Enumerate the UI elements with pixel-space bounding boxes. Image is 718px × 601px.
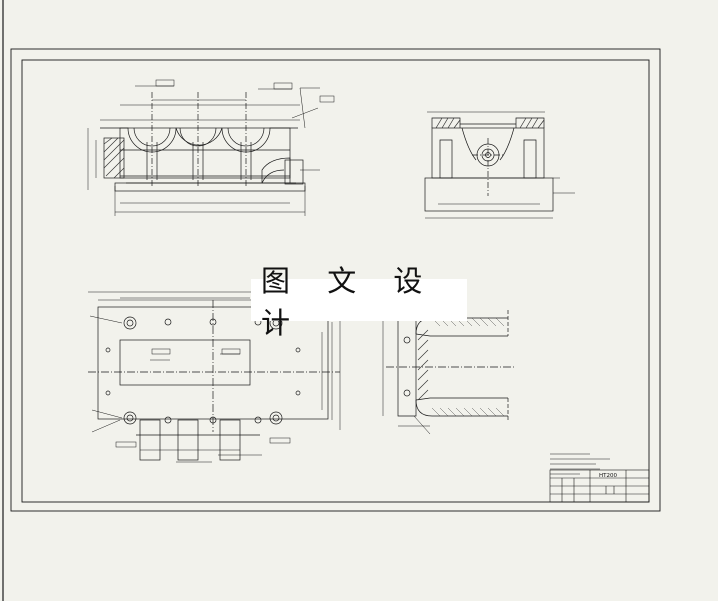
title-block	[549, 469, 650, 503]
technical-notes	[550, 453, 610, 475]
top-view	[88, 291, 341, 463]
sheet-border	[2, 0, 661, 601]
section-view	[382, 310, 515, 435]
front-view	[87, 79, 335, 216]
side-view	[424, 111, 575, 219]
watermark-label: 图 文 设 计	[251, 264, 467, 340]
title-block-material: HT200	[599, 473, 617, 479]
